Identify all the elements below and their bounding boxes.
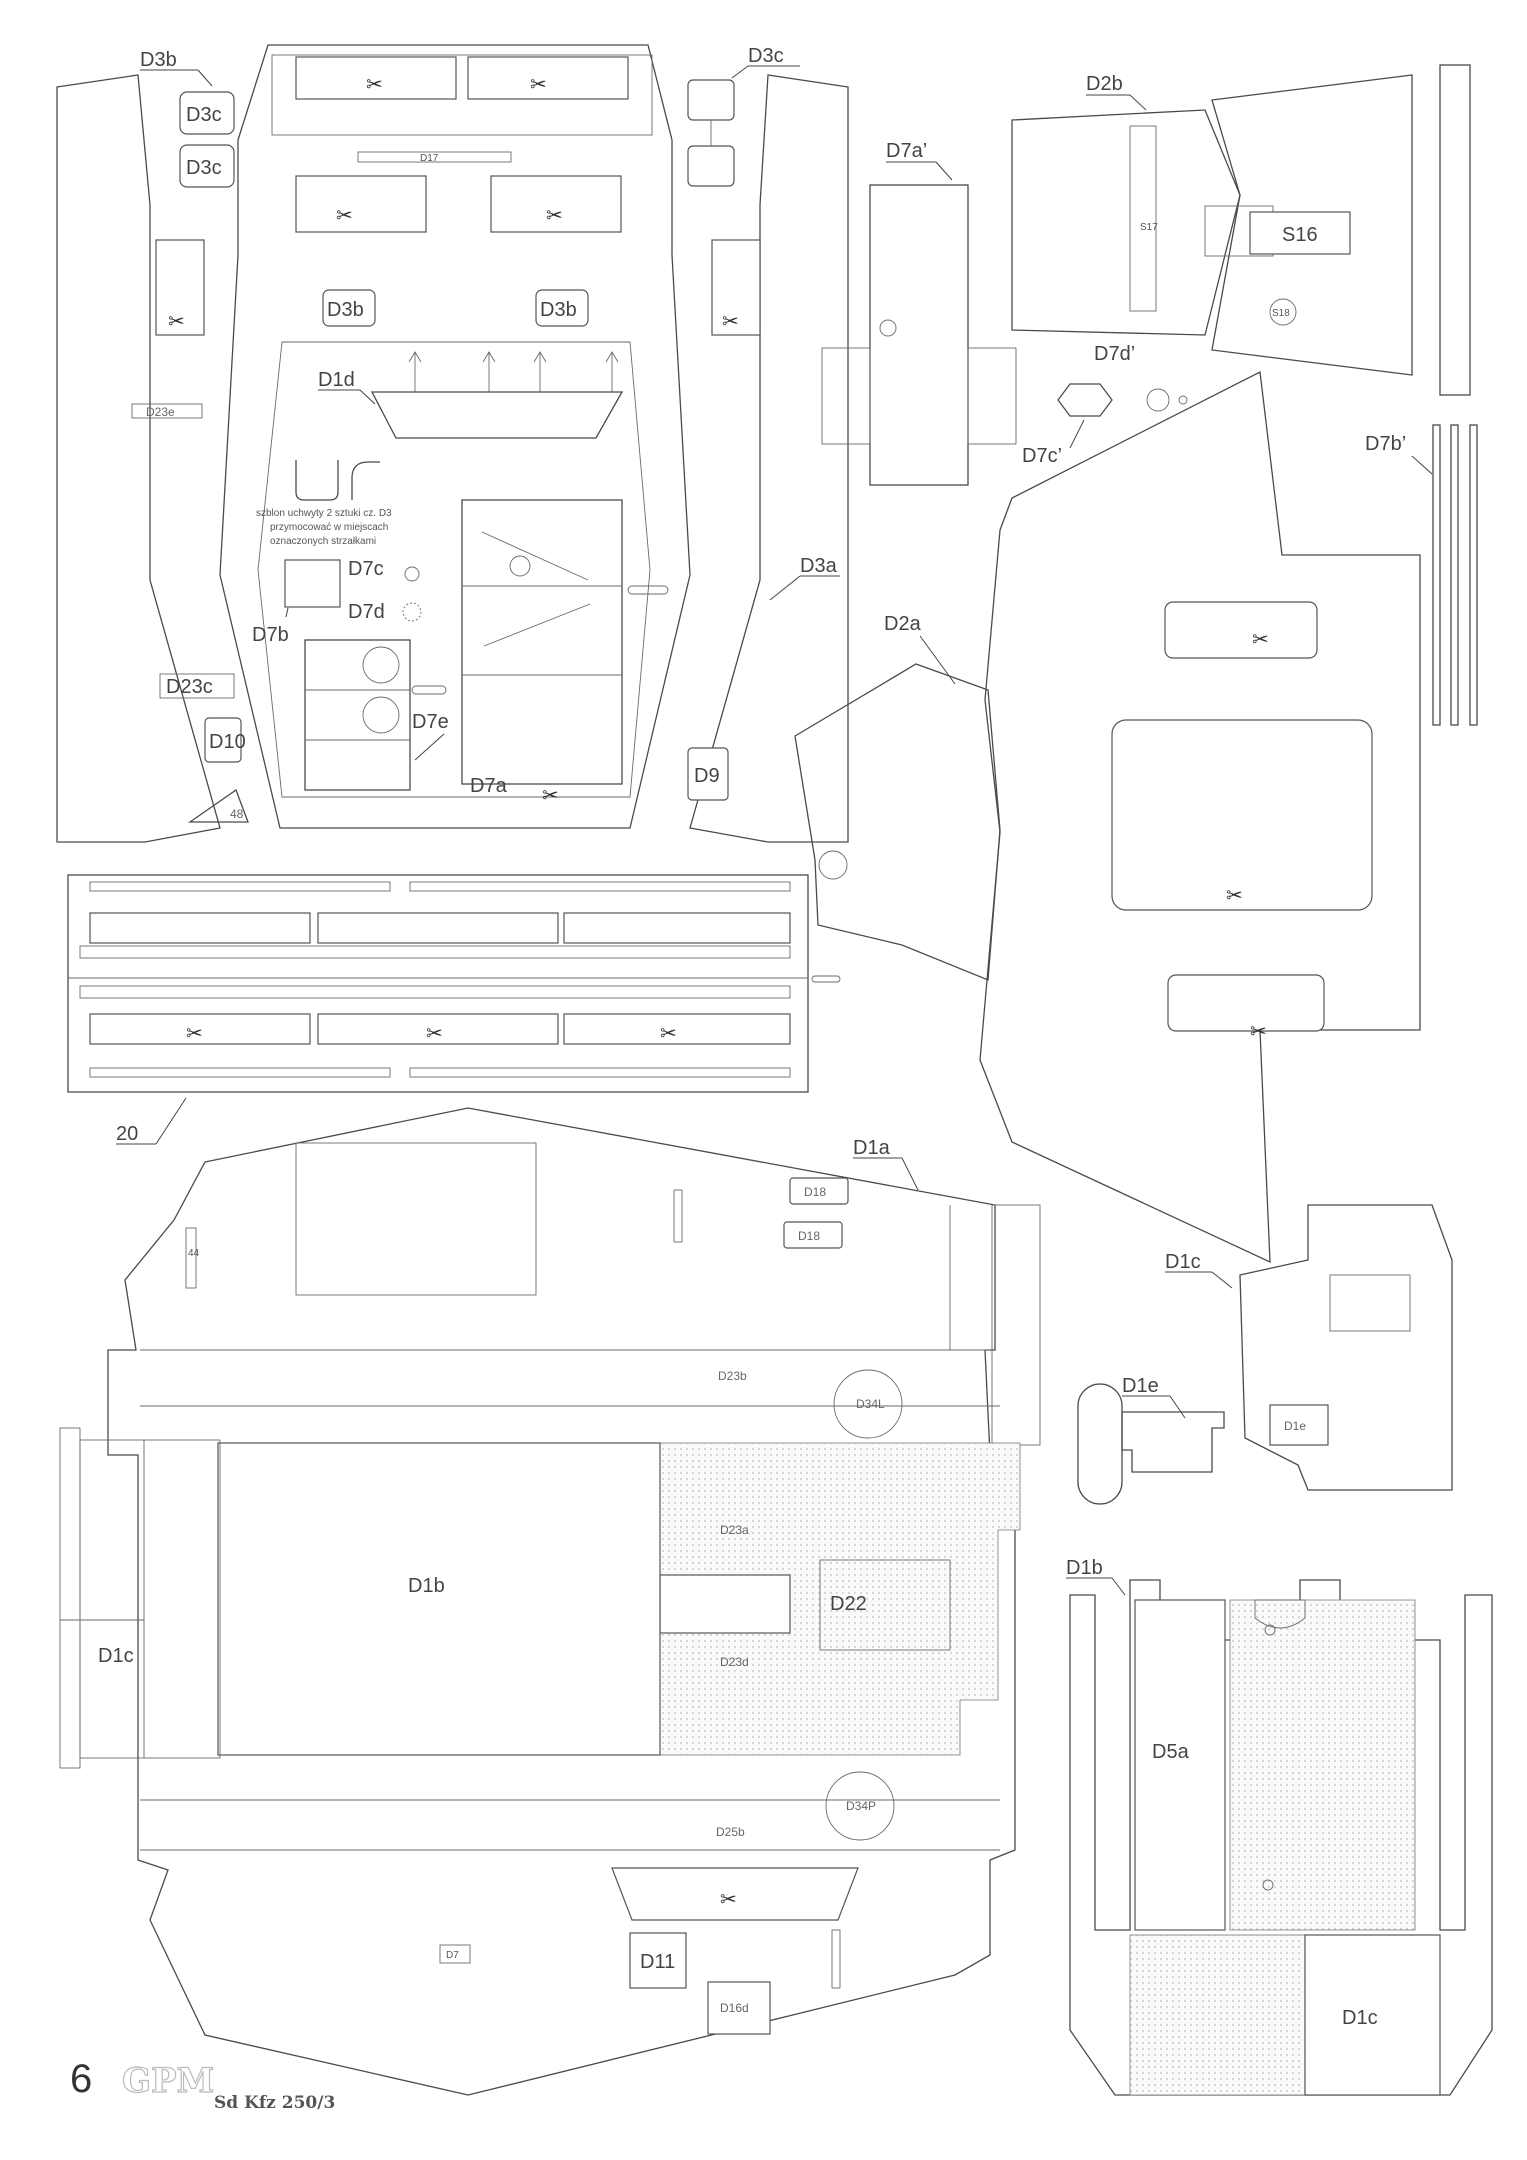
arrow-markers [408,351,619,392]
page-number: 6 [70,2057,92,2101]
part-d1b-d5a: D1b D5a D1c [1066,1557,1493,2096]
scissors-icon: ✂ [720,1887,737,1911]
label-d23c: D23c [166,676,213,698]
scissors-icon: ✂ [530,72,547,96]
label-d1d: D1d [318,369,355,391]
model-title: Sd Kfz 250/3 [214,2093,335,2113]
part-d3a-right-wing [689,74,849,843]
label-d16d: D16d [720,2001,749,2015]
scissors-icon: ✂ [426,1021,443,1045]
label-d2b: D2b [1086,73,1123,95]
template-note-line2: przymocować w miejscach [270,522,388,533]
label-d9: D9 [694,765,720,787]
part-d3-top-panel [271,54,653,136]
scissors-icon: ✂ [366,72,383,96]
label-d7: D7 [446,1950,459,1961]
part-tracks-20: ✂ ✂ ✂ 20 [67,874,841,1145]
part-d2a: D2a ✂ ✂ ✂ [794,370,1421,1264]
label-d2a: D2a [884,613,922,635]
part-d7b-prime: D7b’ [1365,424,1478,726]
scissors-icon: ✂ [660,1021,677,1045]
label-d34p: D34P [846,1799,876,1813]
label-d3b-left: D3b [327,299,364,321]
label-d1c-top: D1c [1165,1251,1201,1273]
label-d10: D10 [209,731,246,753]
label-d1b: D1b [408,1575,445,1597]
scissors-icon: ✂ [1226,883,1243,907]
scissors-icon: ✂ [186,1021,203,1045]
label-d3b-top: D3b [140,49,177,71]
label-d1b-right: D1b [1066,1557,1103,1579]
part-d2b-sheet: D2b S17 S16 S18 [1011,64,1471,396]
label-d7d-prime: D7d’ [1094,343,1135,365]
part-d1d [370,391,624,439]
label-s18: S18 [1272,308,1290,319]
label-d3c-a: D3c [186,104,222,126]
label-d7c-prime: D7c’ [1022,445,1062,467]
label-44: 44 [188,1248,200,1259]
label-d23a: D23a [720,1523,749,1537]
template-note-line3: oznaczonych strzałkami [270,536,376,547]
label-d22: D22 [830,1593,867,1615]
scissors-icon: ✂ [1252,627,1269,651]
label-d7d: D7d [348,601,385,623]
label-s16: S16 [1282,224,1318,246]
part-d7a-prime: D7a’ [821,140,1017,486]
publisher-logo: GPM [122,2061,214,2101]
label-d11: D11 [640,1951,675,1973]
label-d5a: D5a [1152,1741,1190,1763]
label-d23b: D23b [718,1369,747,1383]
scissors-icon: ✂ [542,783,559,807]
label-d7a-prime: D7a’ [886,140,927,162]
label-20: 20 [116,1123,138,1145]
part-d3b-left-wing [56,74,221,843]
label-d3c-b: D3c [186,157,222,179]
scissors-icon: ✂ [722,309,739,333]
label-48: 48 [230,807,244,821]
label-d3c-right: D3c [748,45,784,67]
part-d1b [217,1442,661,1756]
label-d1e: D1e [1122,1375,1159,1397]
label-d25b: D25b [716,1825,745,1839]
scissors-icon: ✂ [168,309,185,333]
part-d7e [304,639,411,791]
label-d1c-left: D1c [98,1645,134,1667]
part-d7b [284,559,341,608]
scissors-icon: ✂ [546,203,563,227]
part-d7a [461,499,623,785]
template-note-line1: szblon uchwyty 2 sztuki cz. D3 [256,508,392,519]
part-d3-sheet: ✂ ✂ D17 ✂ ✂ D3b D3b D1d szblon uchwyty 2… [56,44,849,843]
label-d23e: D23e [146,405,175,419]
label-d3a: D3a [800,555,838,577]
label-d23d: D23d [720,1655,749,1669]
label-d34l: D34L [856,1397,885,1411]
part-hull: D1a D18 D18 44 D23b D34L D22 D23a D23d D… [59,1107,1041,2096]
label-s17: S17 [1140,222,1158,233]
part-d1c-d1e: D1c D1e D1e [1077,1204,1453,1505]
label-d7c: D7c [348,558,384,580]
left-window [155,239,205,336]
label-d1e-small: D1e [1284,1419,1306,1433]
label-d7b-prime: D7b’ [1365,433,1406,455]
scissors-icon: ✂ [1250,1019,1267,1043]
label-d7e: D7e [412,711,449,733]
label-d17: D17 [420,153,439,164]
scissors-icon: ✂ [336,203,353,227]
label-d1c-bottom: D1c [1342,2007,1378,2029]
label-d7a: D7a [470,775,508,797]
label-d3b-right: D3b [540,299,577,321]
label-d18a: D18 [804,1185,826,1199]
label-d18b: D18 [798,1229,820,1243]
page-footer: 6 GPM Sd Kfz 250/3 [70,2057,335,2113]
part-d3-center [219,44,691,829]
part-d7c-d7d-prime: D7d’ D7c’ [1022,343,1188,467]
label-d7b: D7b [252,624,289,646]
label-d1a: D1a [853,1137,891,1159]
